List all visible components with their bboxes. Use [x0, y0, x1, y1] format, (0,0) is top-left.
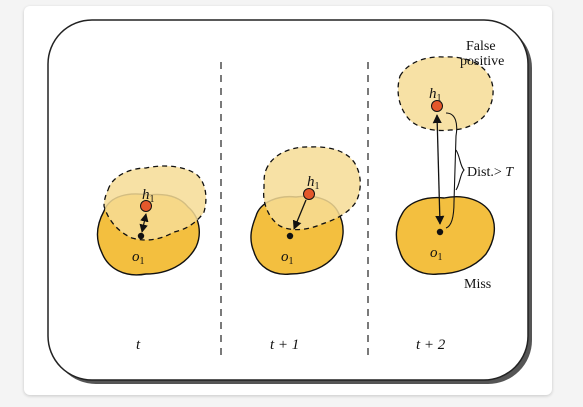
object-point: [137, 232, 145, 240]
hypothesis-point: [140, 200, 152, 212]
object-label: o1: [430, 245, 443, 263]
hypothesis-point: [303, 188, 315, 200]
false-positive-label: False: [466, 39, 496, 54]
distance-arrow: [292, 199, 307, 230]
time-label: t + 2: [416, 337, 446, 353]
hypothesis-point: [431, 100, 443, 112]
hypothesis-region: [103, 165, 207, 241]
hypothesis-label: h1: [142, 187, 155, 205]
distance-bracket: [445, 112, 458, 229]
distance-arrow: [432, 114, 445, 225]
frame-t-plus-2: h1 o1 t + 2: [395, 56, 496, 353]
frame-t: h1 o1 t: [96, 165, 207, 353]
time-label: t + 1: [270, 337, 299, 353]
distance-brace: [455, 149, 465, 191]
time-label: t: [136, 337, 141, 353]
miss-label: Miss: [464, 277, 491, 292]
object-point: [436, 228, 444, 236]
hypothesis-region: [397, 56, 494, 132]
hypothesis-label: h1: [429, 86, 442, 104]
distance-threshold-label: Dist.> T: [467, 165, 514, 180]
frame-t-plus-1: h1 o1 t + 1: [250, 146, 361, 353]
tracking-diagram: h1 o1 t h1 o1 t + 1 h1 o1 t + 2 False po…: [47, 19, 532, 384]
hypothesis-region: [262, 146, 361, 231]
object-label: o1: [132, 249, 145, 267]
object-label: o1: [281, 249, 294, 267]
figure-card: h1 o1 t h1 o1 t + 1 h1 o1 t + 2 False po…: [24, 6, 552, 395]
distance-arrow: [139, 213, 149, 233]
hypothesis-label: h1: [307, 174, 320, 192]
false-positive-label: positive: [460, 54, 504, 69]
object-point: [286, 232, 294, 240]
